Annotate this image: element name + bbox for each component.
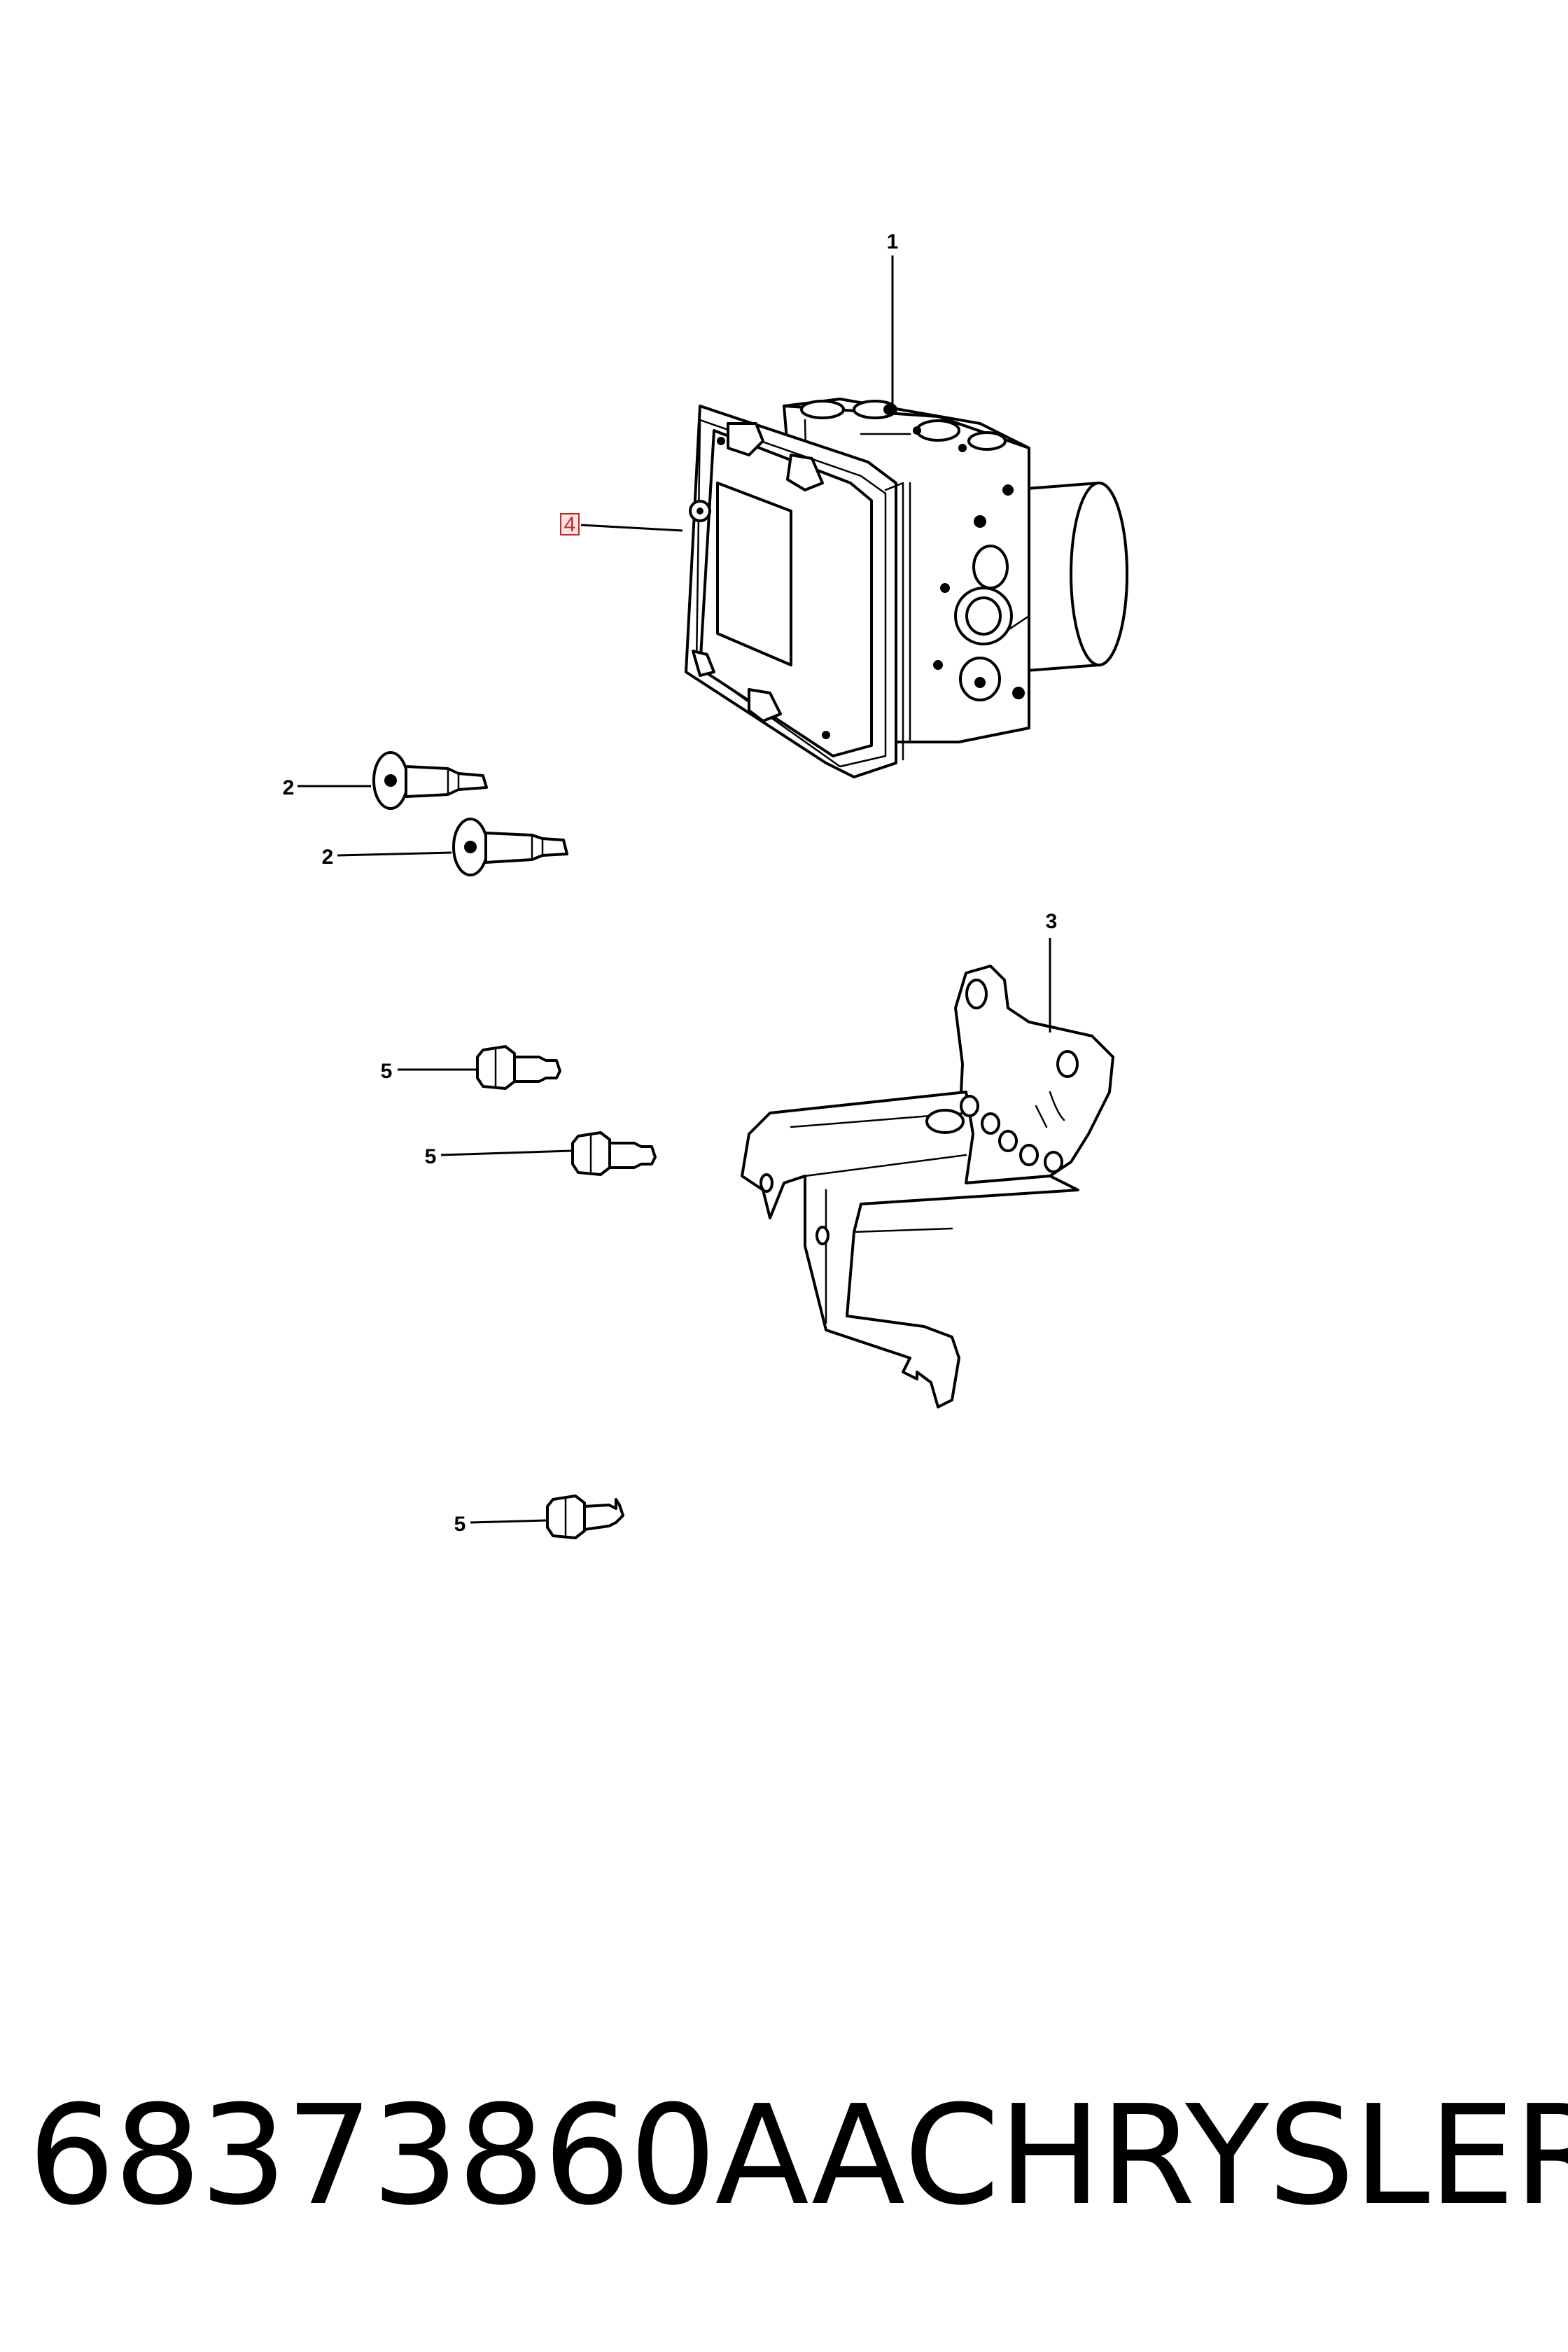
leader-5b — [440, 1149, 572, 1156]
callout-3: 3 — [1046, 910, 1058, 933]
callouts: 1 4 2 2 3 5 5 5 — [283, 230, 1058, 1536]
callout-1: 1 — [887, 230, 899, 253]
callout-4-box — [560, 513, 580, 536]
leader-2b — [337, 851, 452, 857]
bolt-lower — [546, 1494, 624, 1539]
callout-2-lower: 2 — [322, 846, 334, 869]
part-caption: 68373860AA CHRYSLER — [28, 2072, 1568, 2240]
leader-4 — [580, 524, 683, 532]
callout-5-upper: 5 — [381, 1060, 393, 1083]
callout-5-lower: 5 — [454, 1513, 466, 1536]
bolt-middle — [571, 1131, 657, 1176]
bolt-upper — [476, 1045, 561, 1090]
mounting-stud-upper — [372, 751, 488, 810]
mounting-stud-lower — [452, 818, 568, 876]
abs-module-assembly — [685, 398, 1128, 778]
callout-5-middle: 5 — [425, 1145, 437, 1168]
brand-name: CHRYSLER — [904, 2076, 1568, 2236]
leader-5c — [470, 1519, 547, 1524]
callout-2-upper: 2 — [283, 776, 295, 799]
electronic-control-module — [685, 405, 904, 778]
part-number: 68373860AA — [28, 2076, 905, 2236]
leader-lines — [298, 255, 1051, 1524]
callout-4: 4 — [564, 513, 576, 536]
pump-motor — [1000, 482, 1128, 673]
mounting-bracket — [741, 965, 1114, 1408]
